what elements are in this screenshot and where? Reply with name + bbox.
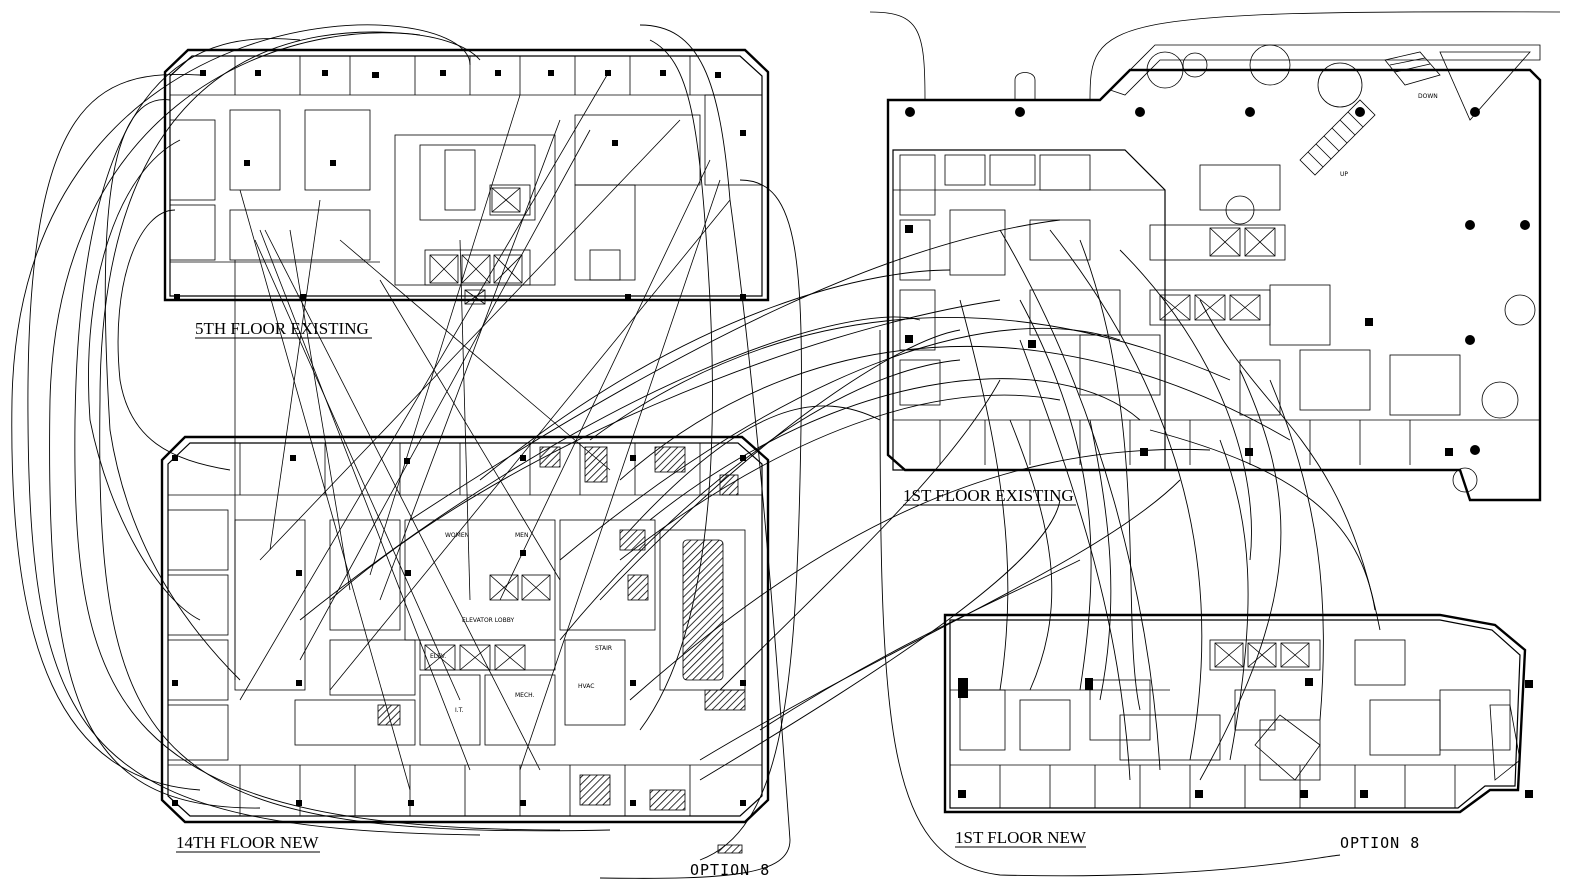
- down-label: DOWN: [1418, 93, 1438, 100]
- women-label: WOMEN: [445, 532, 469, 539]
- fourteenth-floor-plan: WOMEN MEN ELEVATOR LOBBY MECH. I.T. ELEV…: [160, 435, 770, 879]
- relocation-connector-lines: [11, 24, 1381, 879]
- option-label-left: OPTION 8: [690, 861, 770, 879]
- first-floor-new-plan: 1ST FLOOR NEW OPTION 8: [943, 613, 1533, 852]
- first-floor-new-label: 1ST FLOOR NEW: [955, 828, 1087, 847]
- first-floor-existing-label: 1ST FLOOR EXISTING: [903, 486, 1074, 505]
- hvac-label: HVAC: [578, 683, 594, 690]
- first-floor-existing-plan: UP DOWN 1ST FLOOR EXISTING: [869, 11, 1561, 506]
- elevator-lobby-label: ELEVATOR LOBBY: [462, 617, 515, 624]
- elev-label: ELEV.: [430, 653, 446, 660]
- fifth-floor-label: 5TH FLOOR EXISTING: [195, 319, 369, 338]
- men-label: MEN: [515, 532, 528, 539]
- fourteenth-floor-label: 14TH FLOOR NEW: [176, 833, 320, 852]
- stair-label: STAIR: [595, 645, 612, 652]
- mech-label: MECH.: [515, 692, 535, 699]
- up-label: UP: [1340, 171, 1348, 178]
- fifth-floor-plan: 5TH FLOOR EXISTING: [163, 48, 770, 339]
- option-label-right: OPTION 8: [1340, 834, 1420, 852]
- it-label: I.T.: [455, 707, 464, 714]
